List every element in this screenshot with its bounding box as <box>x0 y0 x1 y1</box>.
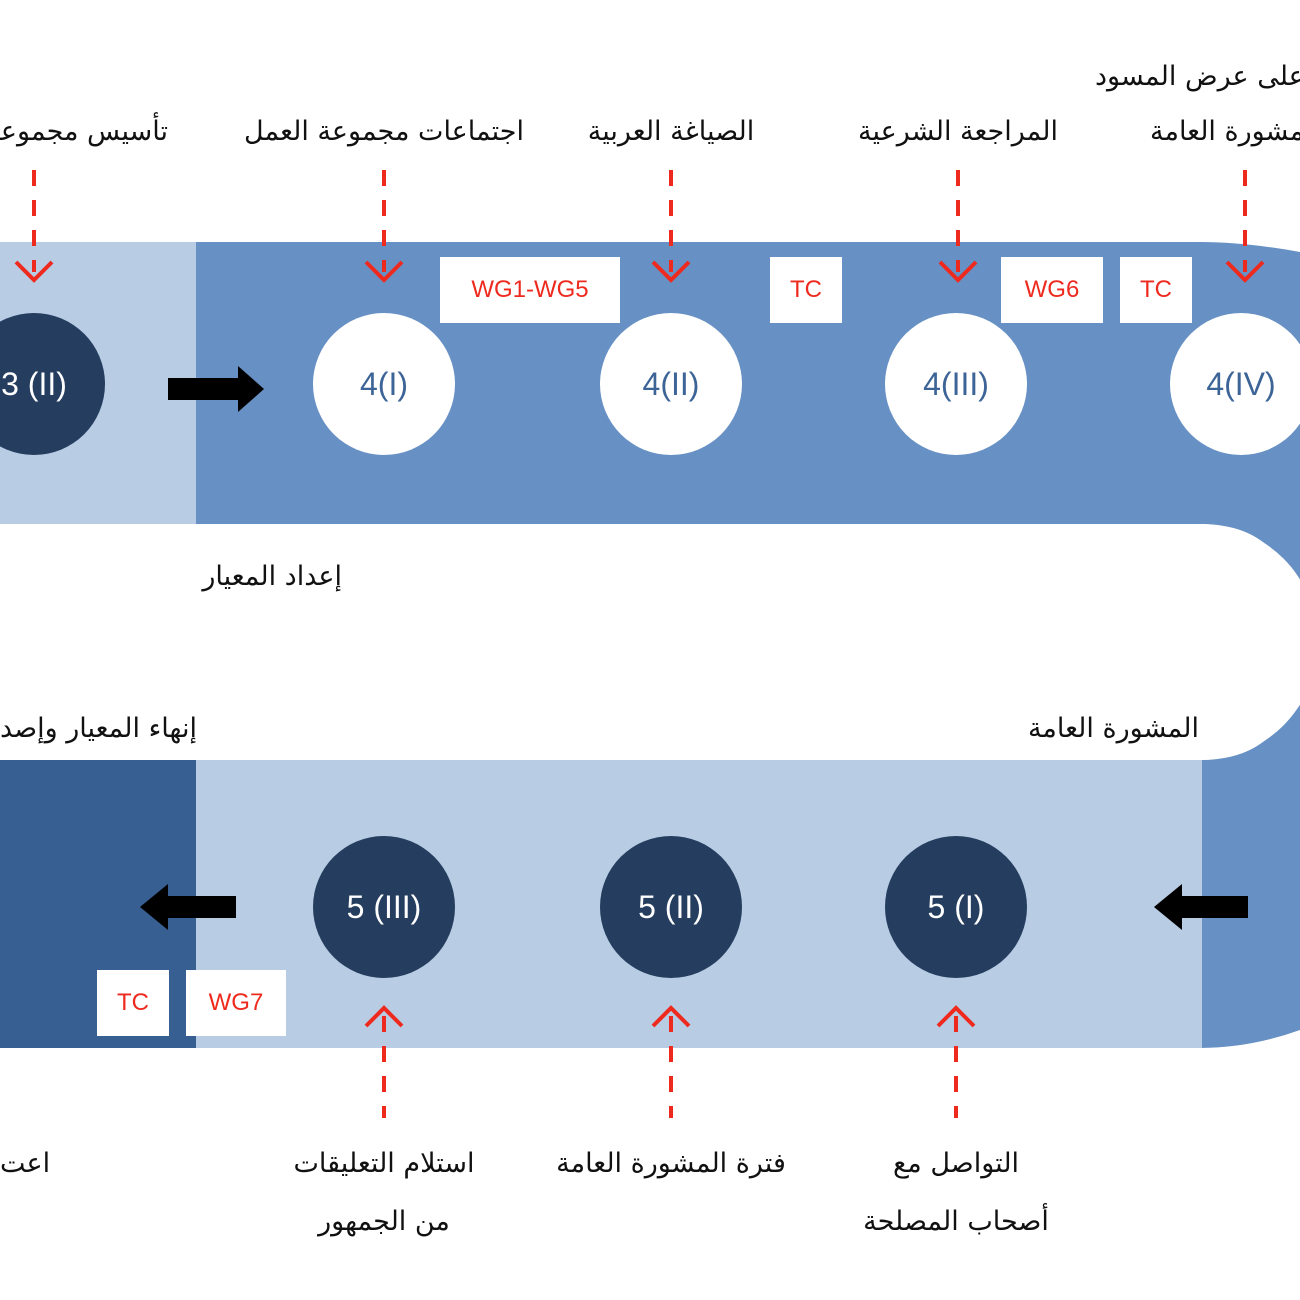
tag-tc-3: TC <box>97 970 169 1036</box>
node-5-iii: 5 (III) <box>313 836 455 978</box>
phase-finalize-issue: إنهاء المعيار وإصد <box>0 713 197 744</box>
label-public-consult-line1: على عرض المسود <box>1095 61 1300 92</box>
phase-standard-preparation: إعداد المعيار <box>202 561 342 592</box>
node-4-iv: 4(IV) <box>1170 313 1300 455</box>
tag-wg7: WG7 <box>186 970 286 1036</box>
node-4-ii: 4(II) <box>600 313 742 455</box>
label-stakeholder-line1: التواصل مع <box>892 1148 1020 1179</box>
flow-arrow-left-2 <box>140 884 236 930</box>
node-5-iii-label: 5 (III) <box>346 888 422 925</box>
label-wg-meetings: اجتماعات مجموعة العمل <box>244 116 524 147</box>
red-arrow-down-drafting <box>651 170 691 283</box>
red-arrow-up-period <box>651 1005 691 1118</box>
node-4-iii-label: 4(III) <box>923 365 989 402</box>
flow-arrow-left-1 <box>1154 884 1248 930</box>
flow-arrow-right <box>168 366 264 412</box>
tag-tc-2: TC <box>1120 257 1192 323</box>
tag-wg1-wg5: WG1-WG5 <box>440 257 620 323</box>
node-5-ii: 5 (II) <box>600 836 742 978</box>
label-establish-wg: تأسيس مجموعة <box>0 116 168 147</box>
red-arrow-up-stakeholders <box>936 1005 976 1118</box>
label-receive-line1: استلام التعليقات <box>293 1148 475 1179</box>
label-receive-line2: من الجمهور <box>318 1206 450 1237</box>
label-approve-partial: اعت <box>0 1148 51 1179</box>
label-arabic-drafting: الصياغة العربية <box>587 116 755 147</box>
phase-public-consultation: المشورة العامة <box>1027 713 1199 744</box>
label-public-consult-line2: لمشورة العامة <box>1150 116 1300 147</box>
node-4-i-label: 4(I) <box>360 365 408 402</box>
label-sharia-review: المراجعة الشرعية <box>858 116 1058 147</box>
tag-tc-1: TC <box>770 257 842 323</box>
node-4-ii-label: 4(II) <box>642 365 700 402</box>
label-stakeholder-line2: أصحاب المصلحة <box>863 1206 1049 1237</box>
node-5-i: 5 (I) <box>885 836 1027 978</box>
red-arrow-down-consultation <box>1225 170 1265 283</box>
label-consult-period: فترة المشورة العامة <box>556 1148 786 1179</box>
red-arrow-down-meetings <box>364 170 404 283</box>
red-arrow-down-establish <box>14 170 54 283</box>
node-4-iv-label: 4(IV) <box>1206 365 1276 402</box>
node-4-i: 4(I) <box>313 313 455 455</box>
node-5-i-label: 5 (I) <box>927 888 985 925</box>
node-4-iii: 4(III) <box>885 313 1027 455</box>
red-arrow-down-sharia <box>938 170 978 283</box>
band-u-turn-inner <box>1200 524 1300 760</box>
red-arrow-up-receive <box>364 1005 404 1118</box>
node-3-ii-label: 3 (II) <box>1 365 67 402</box>
node-5-ii-label: 5 (II) <box>638 888 704 925</box>
tag-wg6: WG6 <box>1001 257 1103 323</box>
